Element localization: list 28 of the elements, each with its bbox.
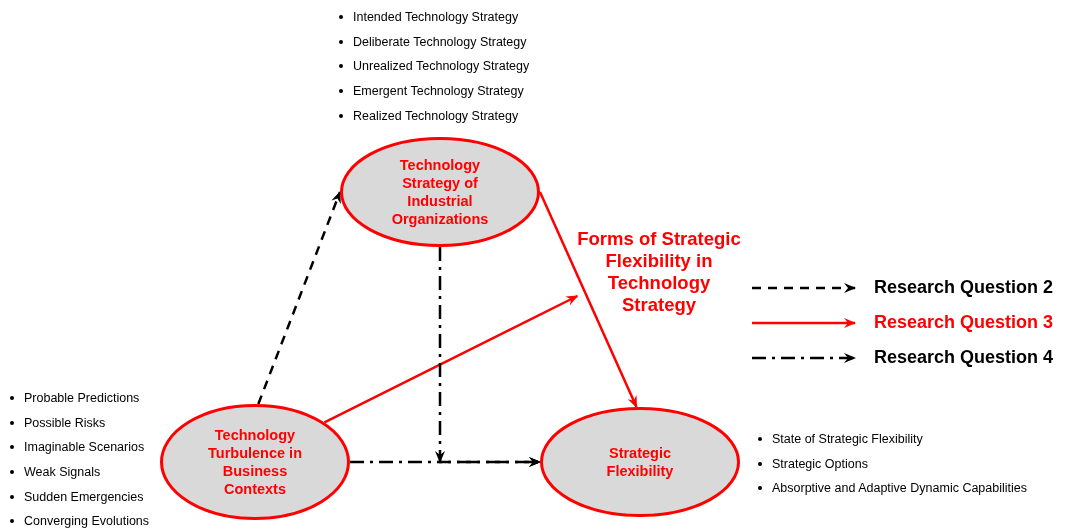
list-item-text: Sudden Emergencies [24, 489, 144, 504]
list-item-text: Weak Signals [24, 465, 101, 480]
list-item-text: Unrealized Technology Strategy [353, 59, 530, 74]
list-item-text: Emergent Technology Strategy [353, 84, 524, 99]
list-item-text: Converging Evolutions [24, 514, 150, 529]
node-label: Technology Strategy of Industrial Organizations [390, 156, 490, 228]
ellipse-node [340, 137, 540, 247]
node-label: Strategic Flexibility [605, 444, 675, 480]
list-item-text: Strategic Options [772, 456, 868, 471]
list-item-text: State of Strategic Flexibility [772, 432, 923, 446]
flow-label: Forms of Strategic Flexibility in Technology Strategy [576, 228, 742, 316]
list-item-text: Absorptive and Adaptive Dynamic Capabilities [772, 481, 1027, 496]
ellipse-node [540, 407, 740, 517]
list-item-text: Realized Technology Strategy [353, 108, 519, 123]
legend-label: Research Question 3 [874, 312, 1054, 333]
arrow [435, 247, 540, 467]
list-item-text: Intended Technology Strategy [353, 10, 519, 24]
arrow [323, 294, 579, 424]
arrow [538, 191, 638, 408]
arrow [257, 191, 342, 405]
legend-label: Research Question 2 [874, 277, 1054, 298]
node-label: Technology Turbulence in Business Contexts [207, 426, 303, 498]
list-item-text: Possible Risks [24, 415, 106, 430]
list-item-text: Imaginable Scenarios [24, 440, 145, 455]
list-item-text: Probable Predictions [24, 391, 140, 405]
legend-label: Research Question 4 [874, 347, 1054, 368]
ellipse-node [160, 404, 350, 520]
list-item-text: Deliberate Technology Strategy [353, 34, 527, 49]
